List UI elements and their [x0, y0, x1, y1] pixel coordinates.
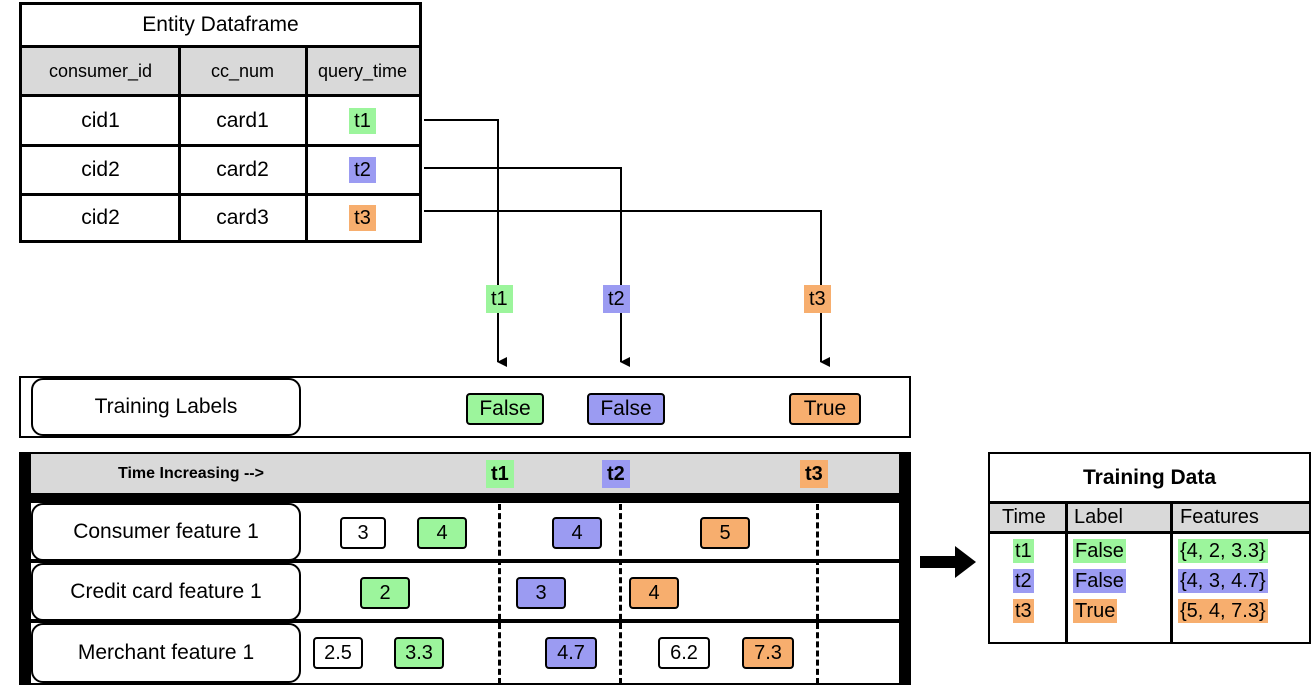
- entity-dataframe: Entity Dataframe consumer_id cc_num quer…: [19, 2, 422, 243]
- feature-value: 4: [629, 577, 679, 609]
- header-features: Features: [1180, 506, 1259, 528]
- feature-value: 4.7: [545, 637, 597, 669]
- td-features: {4, 3, 4.7}: [1178, 569, 1268, 593]
- feature-row-consumer: Consumer feature 1 3 4 4 5: [31, 501, 899, 561]
- cell-cc-num: card3: [216, 206, 269, 229]
- features-panel: Time Increasing --> t1 t2 t3 Consumer fe…: [19, 452, 911, 685]
- cell-consumer-id: cid2: [81, 158, 120, 181]
- training-labels-bar: Training Labels False False True: [19, 376, 911, 438]
- header-label: Label: [1074, 506, 1123, 528]
- training-labels-title: Training Labels: [31, 378, 301, 436]
- connector-t1: [424, 119, 507, 367]
- time-tag-t2: t2: [349, 157, 376, 183]
- time-line-t2: [619, 504, 622, 684]
- row-divider: [22, 144, 419, 147]
- result-arrow: [920, 546, 976, 578]
- feature-value: 2: [360, 577, 410, 609]
- td-label: False: [1073, 569, 1126, 593]
- cell-query-time: t1: [306, 97, 419, 144]
- time-bar: Time Increasing --> t1 t2 t3: [31, 454, 899, 493]
- feature-value: 3: [516, 577, 566, 609]
- entity-header: consumer_id cc_num query_time: [22, 45, 419, 97]
- training-data-table: Training Data Time Label Features t1 Fal…: [988, 452, 1311, 644]
- table-row: cid2 card3 t3: [22, 196, 419, 245]
- feature-value: 7.3: [742, 637, 794, 669]
- feature-name: Consumer feature 1: [31, 503, 301, 561]
- cell-consumer-id: cid1: [81, 108, 120, 132]
- feature-value: 3.3: [394, 637, 444, 669]
- cell-query-time: t3: [306, 196, 419, 240]
- feature-value: 2.5: [313, 637, 363, 669]
- feature-name: Credit card feature 1: [31, 563, 301, 621]
- col-divider: [1170, 504, 1173, 642]
- entity-title: Entity Dataframe: [142, 13, 299, 36]
- connector-t2: [424, 167, 630, 367]
- td-features: {5, 4, 7.3}: [1178, 599, 1268, 623]
- time-marker-t1: t1: [486, 460, 514, 488]
- td-label: False: [1073, 539, 1126, 563]
- time-line-t3: [816, 504, 819, 684]
- label-false-t1: False: [466, 393, 544, 425]
- label-false-t2: False: [587, 393, 665, 425]
- connector-tag-t2: t2: [603, 285, 630, 313]
- header-query-time: query_time: [317, 60, 408, 81]
- td-features: {4, 2, 3.3}: [1178, 539, 1268, 563]
- cell-cc-num: card2: [216, 158, 269, 181]
- header-time: Time: [1002, 506, 1046, 528]
- row-divider: [22, 193, 419, 196]
- time-line-t1: [498, 504, 501, 684]
- feature-name: Merchant feature 1: [31, 623, 301, 683]
- td-time-t1: t1: [1013, 539, 1034, 563]
- time-tag-t3: t3: [349, 205, 376, 231]
- header-cc-num: cc_num: [210, 60, 275, 81]
- td-time-t2: t2: [1013, 569, 1034, 593]
- time-marker-t2: t2: [602, 460, 630, 488]
- training-data-title: Training Data: [990, 454, 1309, 504]
- feature-value: 4: [552, 517, 602, 549]
- time-tag-t1: t1: [349, 107, 376, 134]
- col-divider: [305, 45, 308, 240]
- td-time-t3: t3: [1013, 599, 1034, 623]
- connector-tag-t3: t3: [804, 285, 831, 313]
- connector-tag-t1: t1: [486, 285, 513, 313]
- cell-query-time: t2: [306, 147, 419, 193]
- table-row: cid1 card1 t1: [22, 97, 419, 146]
- feature-value: 4: [417, 517, 467, 549]
- td-label: True: [1073, 599, 1118, 623]
- table-row: cid2 card2 t2: [22, 147, 419, 196]
- label-true-t3: True: [789, 393, 861, 425]
- feature-value: 6.2: [658, 637, 710, 669]
- time-increasing-label: Time Increasing -->: [118, 464, 264, 482]
- header-consumer-id: consumer_id: [48, 60, 153, 81]
- col-divider: [1065, 504, 1068, 642]
- feature-value: 5: [700, 517, 750, 549]
- training-data-header: Time Label Features: [990, 504, 1309, 534]
- cell-consumer-id: cid2: [81, 206, 120, 229]
- cell-cc-num: card1: [216, 108, 269, 132]
- col-divider: [178, 45, 181, 240]
- feature-row-credit-card: Credit card feature 1 2 3 4: [31, 561, 899, 621]
- feature-row-merchant: Merchant feature 1 2.5 3.3 4.7 6.2 7.3: [31, 621, 899, 683]
- time-marker-t3: t3: [800, 460, 828, 488]
- feature-value: 3: [340, 517, 386, 549]
